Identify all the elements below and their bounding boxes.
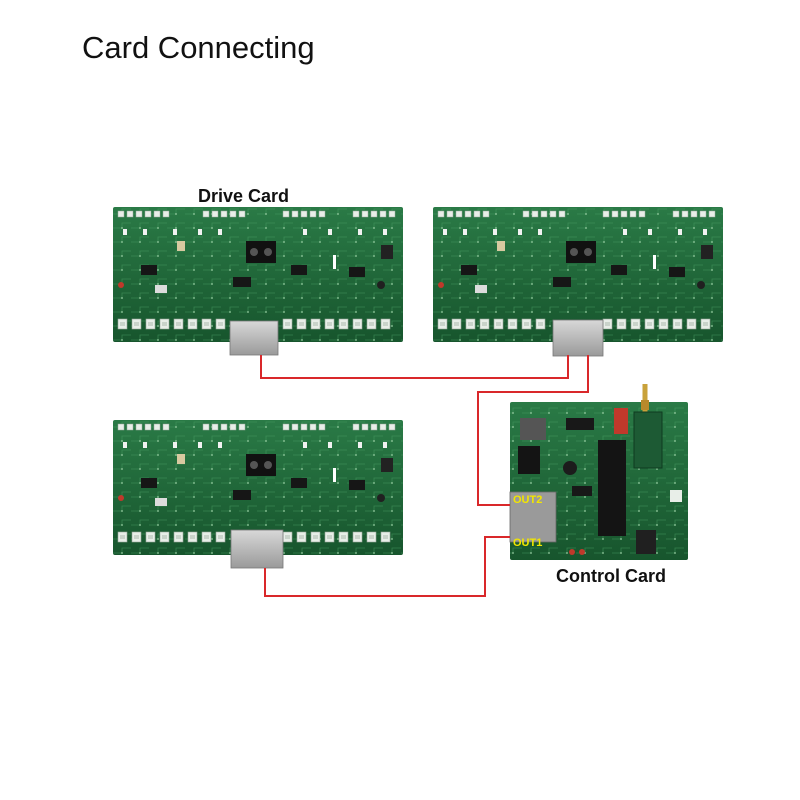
connection-wires — [260, 355, 589, 597]
drive-card-label: Drive Card — [198, 186, 290, 206]
drive-card-3 — [113, 420, 403, 569]
rj45-port-card-1 — [229, 320, 279, 356]
control-card: OUT2 OUT1 — [509, 384, 688, 560]
rj45-port-card-2 — [552, 319, 604, 357]
out2-label: OUT2 — [513, 494, 542, 506]
rj45-stack — [509, 491, 557, 543]
wire-card3-out1 — [264, 536, 510, 597]
page-title: Card Connecting — [82, 30, 315, 65]
wire-card2-out2 — [477, 355, 589, 506]
rj45-port-card-3 — [230, 529, 284, 569]
drive-card-2 — [433, 207, 723, 357]
out1-label: OUT1 — [513, 537, 542, 549]
wire-card1-card2 — [260, 355, 569, 379]
drive-card-1 — [113, 207, 403, 356]
control-card-label: Control Card — [556, 566, 666, 586]
